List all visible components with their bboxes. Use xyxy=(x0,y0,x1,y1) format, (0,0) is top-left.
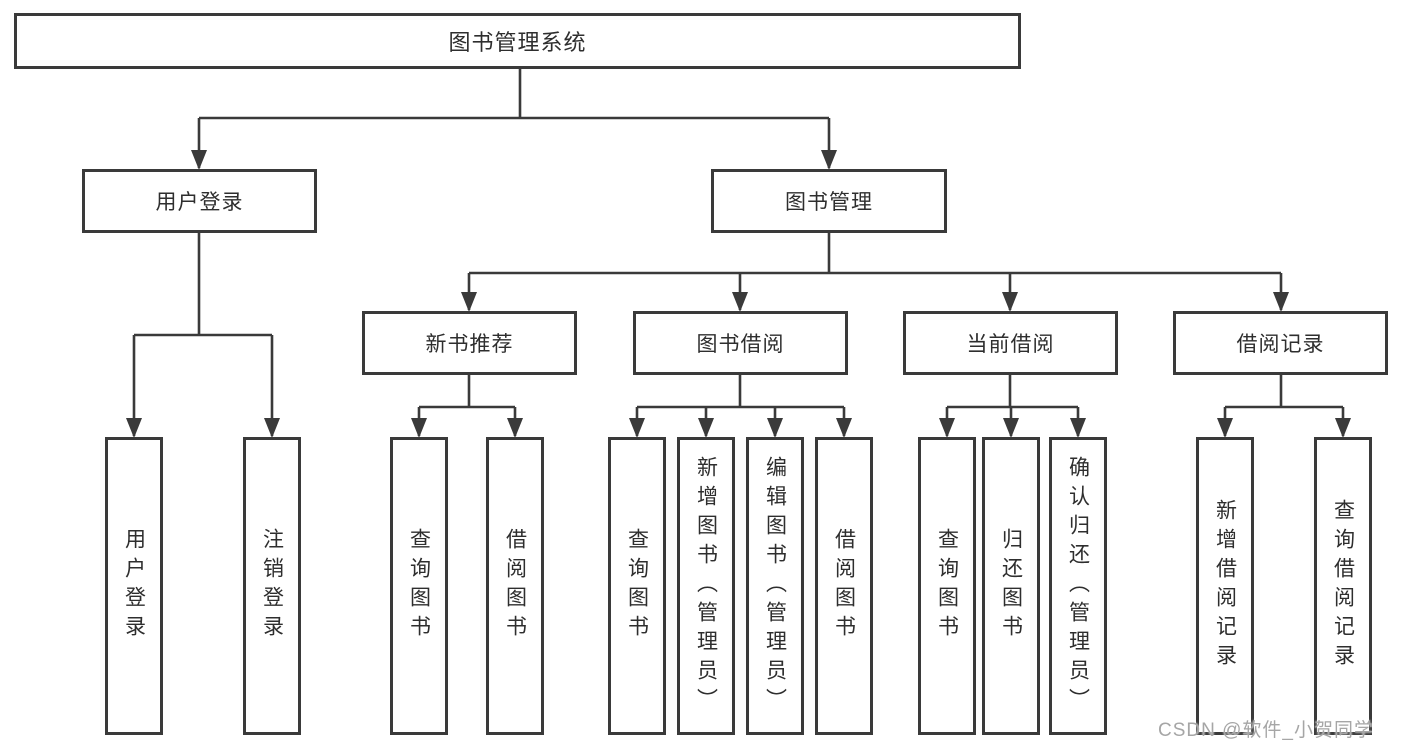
watermark: CSDN @软件_小贺同学 xyxy=(1158,720,1374,741)
node-user-login: 用户登录 xyxy=(82,169,317,233)
leaf-borrow-books-borrowing: 借阅图书 xyxy=(815,437,873,735)
leaf-add-books-admin: 新增图书（管理员） xyxy=(677,437,735,735)
leaf-logout-label: 注销登录 xyxy=(260,528,284,644)
node-user-login-label: 用户登录 xyxy=(155,191,244,214)
leaf-confirm-return-admin-label: 确认归还（管理员） xyxy=(1066,455,1090,717)
leaf-borrow-books-recommend: 借阅图书 xyxy=(486,437,544,735)
leaf-edit-books-admin-label: 编辑图书（管理员） xyxy=(763,455,787,717)
leaf-query-books-borrowing: 查询图书 xyxy=(608,437,666,735)
node-book-management: 图书管理 xyxy=(711,169,947,233)
node-borrowing-records: 借阅记录 xyxy=(1173,311,1388,375)
node-book-management-label: 图书管理 xyxy=(785,191,873,214)
node-book-borrowing-label: 图书借阅 xyxy=(696,333,785,356)
leaf-query-borrow-record-label: 查询借阅记录 xyxy=(1331,499,1355,673)
leaf-borrow-books-borrowing-label: 借阅图书 xyxy=(832,528,856,644)
leaf-query-books-recommend-label: 查询图书 xyxy=(407,528,431,644)
node-borrowing-records-label: 借阅记录 xyxy=(1236,333,1325,356)
leaf-return-books: 归还图书 xyxy=(982,437,1040,735)
node-current-borrowing-label: 当前借阅 xyxy=(966,333,1055,356)
node-new-book-recommendation-label: 新书推荐 xyxy=(425,333,514,356)
leaf-query-books-current-label: 查询图书 xyxy=(935,528,959,644)
leaf-return-books-label: 归还图书 xyxy=(999,528,1023,644)
leaf-add-borrow-record: 新增借阅记录 xyxy=(1196,437,1254,735)
leaf-edit-books-admin: 编辑图书（管理员） xyxy=(746,437,804,735)
leaf-borrow-books-recommend-label: 借阅图书 xyxy=(503,528,527,644)
leaf-query-borrow-record: 查询借阅记录 xyxy=(1314,437,1372,735)
node-root-label: 图书管理系统 xyxy=(448,30,587,55)
node-new-book-recommendation: 新书推荐 xyxy=(362,311,577,375)
leaf-confirm-return-admin: 确认归还（管理员） xyxy=(1049,437,1107,735)
leaf-logout: 注销登录 xyxy=(243,437,301,735)
leaf-add-borrow-record-label: 新增借阅记录 xyxy=(1213,499,1237,673)
leaf-user-login-label: 用户登录 xyxy=(122,528,146,644)
node-current-borrowing: 当前借阅 xyxy=(903,311,1118,375)
node-book-borrowing: 图书借阅 xyxy=(633,311,848,375)
leaf-query-books-borrowing-label: 查询图书 xyxy=(625,528,649,644)
leaf-user-login: 用户登录 xyxy=(105,437,163,735)
node-root: 图书管理系统 xyxy=(14,13,1021,69)
leaf-query-books-current: 查询图书 xyxy=(918,437,976,735)
leaf-query-books-recommend: 查询图书 xyxy=(390,437,448,735)
leaf-add-books-admin-label: 新增图书（管理员） xyxy=(694,455,718,717)
